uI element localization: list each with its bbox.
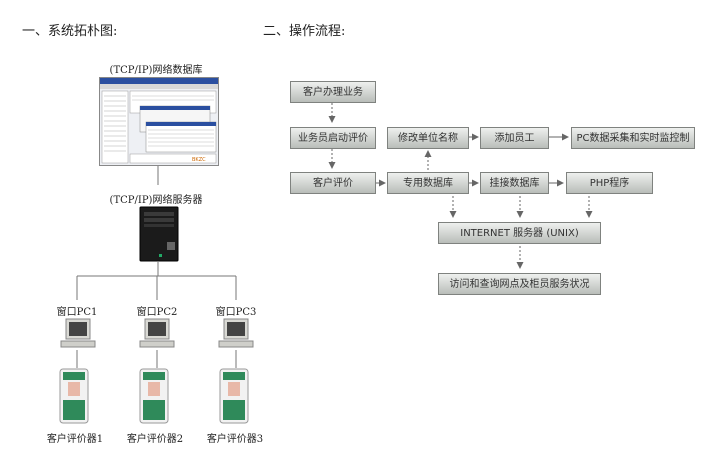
- database-window-image: BKZC: [100, 78, 218, 164]
- flow-mount-db: 挂接数据库: [480, 172, 549, 194]
- pc2-label: 窗口PC2: [136, 307, 178, 318]
- flow-customer-eval: 客户评价: [290, 172, 376, 194]
- pc2-computer-icon: [139, 318, 175, 350]
- flow-modify-unit-name: 修改单位名称: [387, 127, 469, 149]
- database-label: (TCP/IP)网络数据库: [109, 65, 203, 76]
- server-tower-icon: [139, 206, 179, 262]
- svg-text:BKZC: BKZC: [192, 157, 206, 163]
- database-screenshot: BKZC: [99, 77, 219, 166]
- flow-access-query: 访问和查询网点及柜员服务状况: [438, 273, 601, 295]
- flow-pc-data-monitor: PC数据采集和实时监控制: [571, 127, 695, 149]
- evaluator3-device-icon: [219, 368, 249, 424]
- pc3-label: 窗口PC3: [215, 307, 257, 318]
- flow-dedicated-db: 专用数据库: [387, 172, 469, 194]
- flow-customer-business: 客户办理业务: [290, 81, 376, 103]
- flow-staff-start-eval: 业务员启动评价: [290, 127, 376, 149]
- evaluator1-device-icon: [59, 368, 89, 424]
- evaluator2-device-icon: [139, 368, 169, 424]
- pc3-computer-icon: [218, 318, 254, 350]
- flow-add-employee: 添加员工: [480, 127, 549, 149]
- topology-heading: 一、系统拓朴图:: [22, 24, 118, 39]
- flow-php-program: PHP程序: [566, 172, 653, 194]
- evaluator3-label: 客户评价器3: [206, 434, 264, 445]
- flow-internet-server: INTERNET 服务器 (UNIX): [438, 222, 601, 244]
- pc1-label: 窗口PC1: [56, 307, 98, 318]
- evaluator1-label: 客户评价器1: [46, 434, 104, 445]
- process-heading: 二、操作流程:: [263, 24, 346, 39]
- evaluator2-label: 客户评价器2: [126, 434, 184, 445]
- server-label: (TCP/IP)网络服务器: [109, 195, 203, 206]
- pc1-computer-icon: [60, 318, 96, 350]
